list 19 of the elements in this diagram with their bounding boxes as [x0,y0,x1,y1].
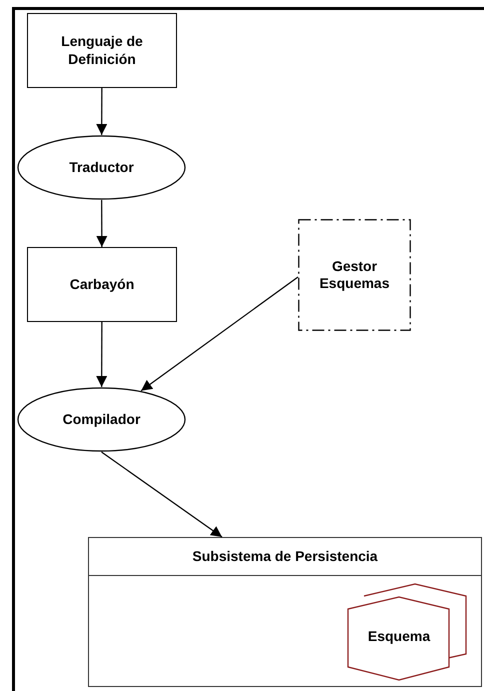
arrow [140,276,298,392]
process-ellipse [17,135,186,200]
process-box [27,247,177,322]
process-box [27,13,177,88]
node-label: Gestor Esquemas [318,258,391,292]
arrow [96,88,108,135]
panel-title: Subsistema de Persistencia [192,548,378,566]
arrow [101,452,222,538]
stacked-hexagon [348,584,466,680]
node-label: Lenguaje de Definición [60,33,144,68]
dashed-box [298,219,411,331]
node-label: Traductor [69,158,134,176]
node-label: Carbayón [70,276,134,294]
arrow [96,200,108,247]
arrow [96,322,108,387]
node-label: Esquema [368,628,430,646]
subsystem-panel [88,537,482,687]
node-label: Compilador [62,410,140,428]
process-ellipse [17,387,186,452]
